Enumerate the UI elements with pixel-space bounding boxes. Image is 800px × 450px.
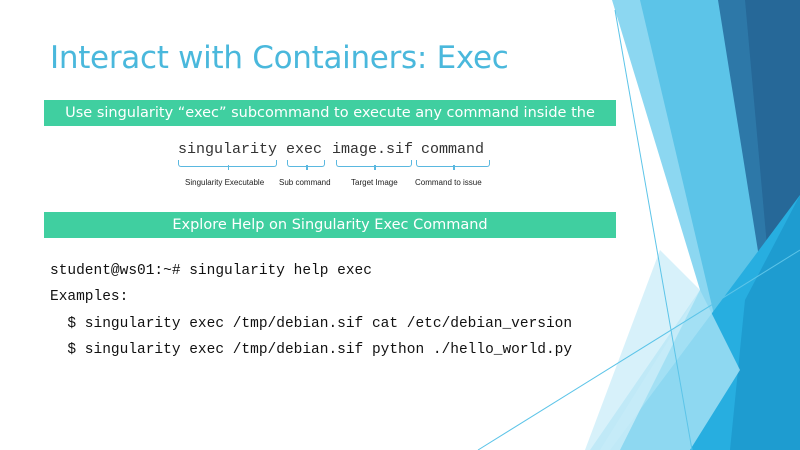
syntax-part-subcommand: exec (286, 141, 323, 158)
brace-command (416, 160, 490, 170)
label-executable: Singularity Executable (185, 178, 265, 187)
syntax-part-image: image.sif (332, 141, 414, 158)
syntax-part-command: command (421, 141, 485, 158)
exec-description-banner: Use singularity “exec” subcommand to exe… (44, 100, 616, 147)
slide-title: Interact with Containers: Exec (50, 40, 509, 76)
label-image: Target Image (351, 178, 398, 187)
brace-subcommand (287, 160, 325, 170)
brace-executable (178, 160, 277, 170)
label-subcommand: Sub command (279, 178, 331, 187)
terminal-line-examples: Examples: (50, 289, 129, 305)
help-banner: Explore Help on Singularity Exec Command (44, 212, 616, 238)
terminal-line-prompt: student@ws01:~# singularity help exec (50, 263, 372, 279)
label-command: Command to issue (415, 178, 482, 187)
terminal-line-example-2: $ singularity exec /tmp/debian.sif pytho… (50, 342, 573, 358)
syntax-part-executable: singularity (178, 141, 278, 158)
terminal-line-example-1: $ singularity exec /tmp/debian.sif cat /… (50, 316, 573, 332)
brace-image (336, 160, 412, 170)
